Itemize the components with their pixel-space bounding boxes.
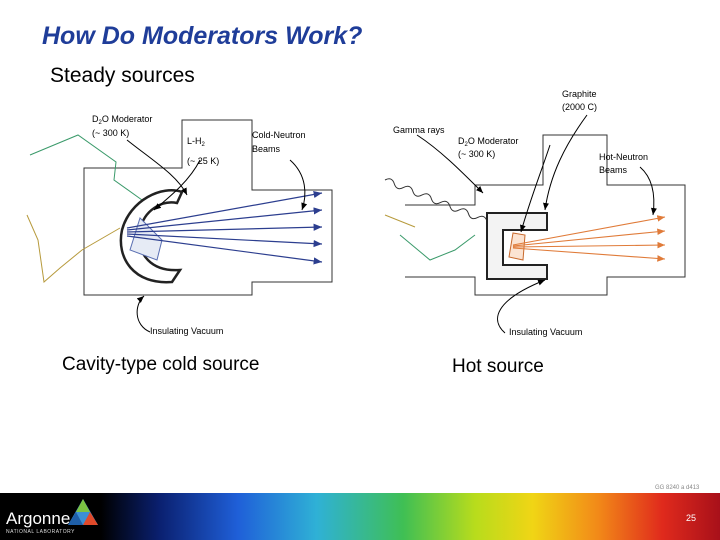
hot-d2o-temp-label: (~ 300 K)	[458, 149, 495, 159]
hot-source-diagram: Graphite (2000 C) Gamma rays D2O Moderat…	[384, 89, 686, 337]
label-arrow	[497, 279, 546, 334]
slide-subtitle: Steady sources	[50, 64, 195, 87]
neutron-beam	[126, 207, 323, 231]
label-arrow	[416, 134, 484, 194]
gamma-ray-line	[384, 178, 488, 222]
cold-moderator-c	[119, 189, 184, 284]
cold-source-diagram: D2O Moderator (~ 300 K) L-H2 (~ 25 K) Co…	[26, 114, 333, 336]
lh2-label: L-H2	[187, 136, 206, 148]
cold-vacuum-label: Insulating Vacuum	[150, 326, 223, 336]
argonne-logo-icon	[68, 499, 98, 525]
incoming-line	[384, 214, 416, 228]
neutron-beam	[126, 223, 323, 233]
incoming-line	[26, 214, 121, 283]
slide-title: How Do Moderators Work?	[42, 22, 363, 50]
vessel-outline	[405, 134, 686, 296]
incoming-line	[399, 234, 476, 261]
label-arrow	[520, 144, 551, 233]
cold-beams-label: Cold-Neutron	[252, 130, 306, 140]
graphite-temp-label: (2000 C)	[562, 102, 597, 112]
hot-beams-label-2: Beams	[599, 165, 628, 175]
incoming-line	[29, 134, 143, 201]
vessel-outline	[83, 119, 333, 296]
cold-beams-label-2: Beams	[252, 144, 281, 154]
d2o-temp-label: (~ 300 K)	[92, 128, 129, 138]
hot-beams-label: Hot-Neutron	[599, 152, 648, 162]
label-arrow	[543, 114, 588, 211]
hot-d2o-label: D2O Moderator	[458, 136, 518, 148]
label-arrow	[136, 295, 151, 333]
hot-vacuum-label: Insulating Vacuum	[509, 327, 582, 337]
hot-source-caption: Hot source	[452, 356, 544, 377]
footer-code: GG 8240 a d413	[655, 485, 700, 491]
label-arrow	[639, 166, 657, 216]
neutron-beam	[126, 235, 323, 265]
label-arrow	[126, 139, 188, 196]
logo-tagline: NATIONAL LABORATORY	[6, 529, 75, 535]
gamma-label: Gamma rays	[393, 125, 445, 135]
page-number: 25	[685, 513, 696, 523]
label-arrow	[153, 159, 201, 211]
cold-source-caption: Cavity-type cold source	[62, 354, 260, 375]
graphite-block	[486, 212, 548, 280]
graphite-label: Graphite	[562, 89, 597, 99]
neutron-beam	[512, 215, 666, 246]
logo-name: Argonne	[6, 509, 71, 528]
neutron-beam	[126, 190, 323, 229]
neutron-beam	[512, 247, 666, 262]
footer-bar: Argonne NATIONAL LABORATORY 25	[0, 493, 720, 540]
lh2-temp-label: (~ 25 K)	[187, 156, 219, 166]
label-arrow	[289, 159, 308, 211]
neutron-beam	[512, 228, 666, 247]
d2o-label: D2O Moderator	[92, 114, 152, 126]
neutron-beam	[512, 241, 666, 249]
neutron-beam	[126, 233, 323, 248]
